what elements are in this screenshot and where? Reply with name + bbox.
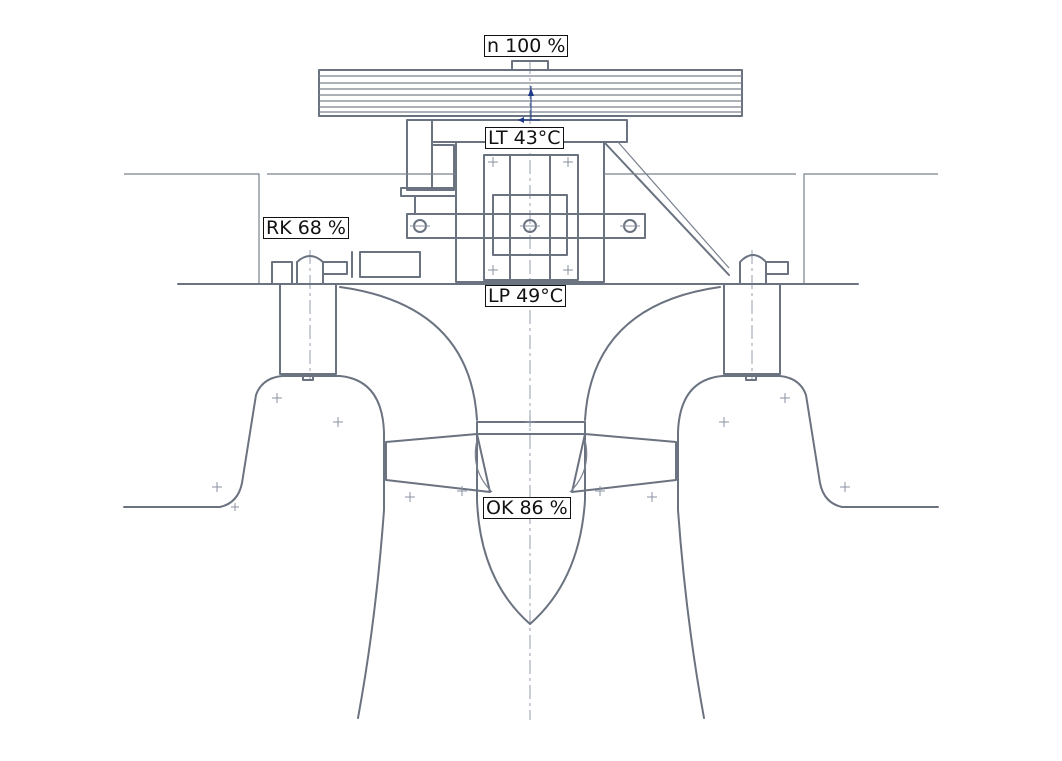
runner (385, 421, 677, 625)
actuator-left (400, 119, 457, 215)
runner-blade-opening-label: RK 68 % (263, 217, 349, 239)
servo-right (723, 254, 789, 381)
guide-bearing-temp-label: LT 43°C (485, 127, 564, 149)
speed-label: n 100 % (484, 35, 569, 57)
reference-marks (212, 393, 850, 511)
thrust-bearing-temp-label: LP 49°C (485, 285, 567, 307)
servo-left (271, 251, 421, 381)
foundation-walls (124, 173, 938, 285)
speed-indicator-arrow (518, 86, 540, 123)
guide-vane-opening-label: OK 86 % (483, 497, 571, 519)
regulating-bar (406, 213, 646, 239)
bearing-frame (431, 119, 730, 283)
casing (123, 286, 939, 719)
